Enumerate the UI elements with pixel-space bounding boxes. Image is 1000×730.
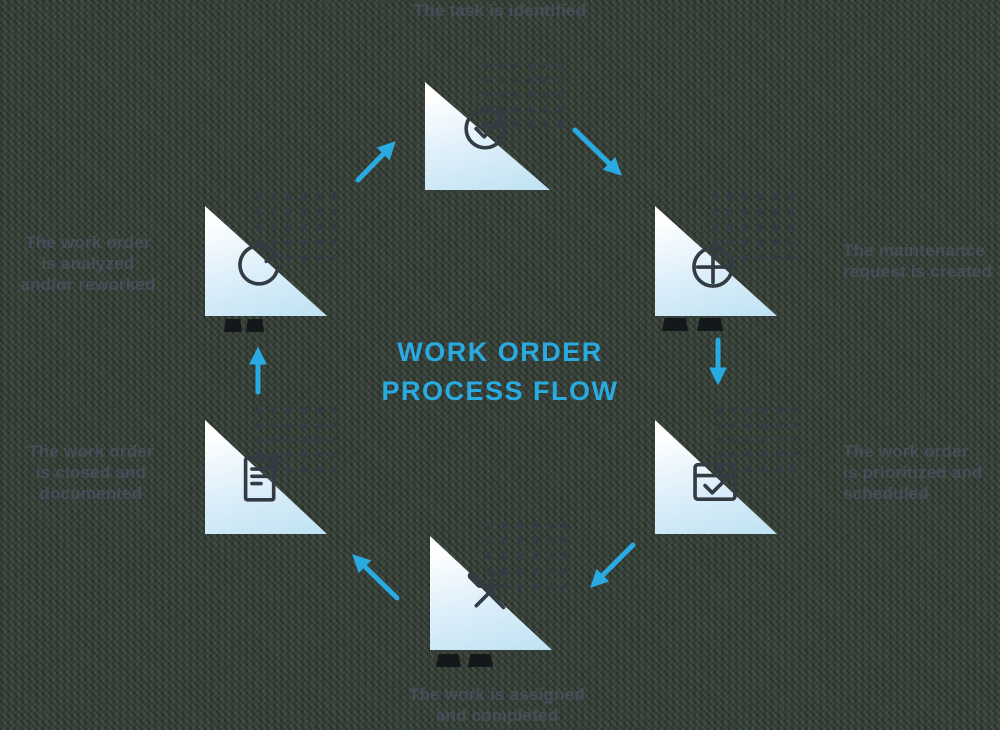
label-task-identified: The task is identified <box>350 0 650 21</box>
arrow-identified-to-created <box>572 127 622 176</box>
label-line: documented <box>39 484 143 503</box>
label-line: and/or reworked <box>20 275 156 294</box>
label-line: request is created <box>843 262 993 281</box>
title-line-2: PROCESS FLOW <box>381 376 619 406</box>
label-line: is analyzed <box>41 254 135 273</box>
diagram-title: WORK ORDER PROCESS FLOW <box>350 333 650 411</box>
label-line: The work is assigned <box>409 685 585 704</box>
arrow-prioritized-to-assigned <box>590 542 636 588</box>
label-line: The work order <box>25 233 151 252</box>
label-line: and completed <box>435 706 559 725</box>
label-line: The work order <box>28 442 154 461</box>
label-line: The task is identified <box>413 1 587 20</box>
arrow-assigned-to-closed <box>352 554 400 601</box>
label-line: The work order <box>843 442 969 461</box>
label-work-order-prioritized-scheduled: The work order is prioritized and schedu… <box>843 441 1000 504</box>
label-work-order-analyzed-reworked: The work order is analyzed and/or rework… <box>6 232 170 295</box>
label-maintenance-request-created: The maintenance request is created <box>843 240 1000 282</box>
title-line-1: WORK ORDER <box>397 337 603 367</box>
label-line: The maintenance <box>843 241 985 260</box>
label-line: is closed and <box>35 463 147 482</box>
label-work-order-closed-documented: The work order is closed and documented <box>10 441 172 504</box>
label-work-assigned-completed: The work is assigned and completed <box>347 684 647 726</box>
arrow-analyzed-to-identified <box>355 141 396 183</box>
label-line: is prioritized and <box>843 463 983 482</box>
label-line: scheduled <box>843 484 929 503</box>
